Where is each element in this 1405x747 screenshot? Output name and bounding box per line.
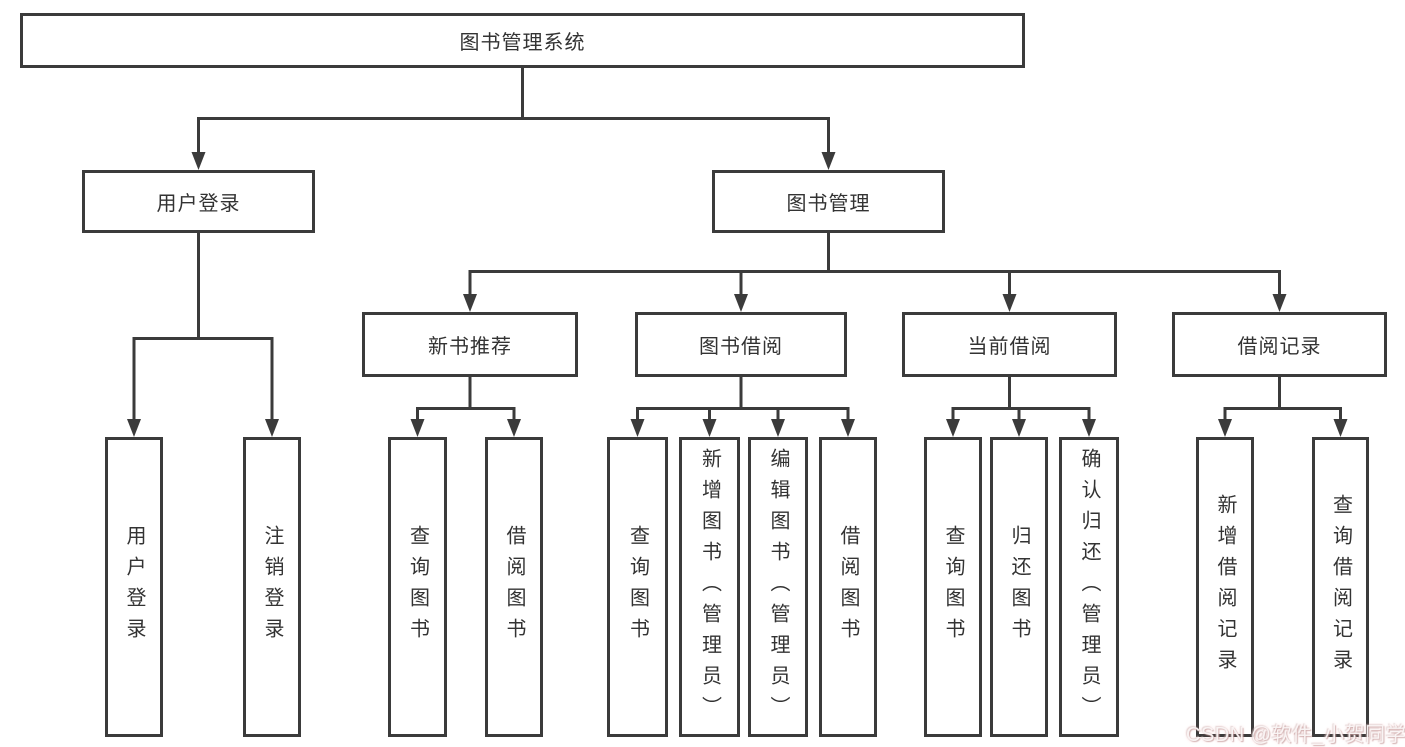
leaf-query-books-recommend: 查询图书 xyxy=(388,437,447,737)
leaf-edit-books-admin-label: 编辑图书（管理员） xyxy=(767,447,789,727)
arrowhead xyxy=(821,152,836,170)
leaf-query-books-current-label: 查询图书 xyxy=(942,525,964,649)
arrowhead xyxy=(734,294,748,312)
leaf-logout: 注销登录 xyxy=(243,437,301,737)
arrowheads xyxy=(127,152,1348,437)
arrowhead xyxy=(410,419,425,437)
arrowhead xyxy=(265,419,279,437)
arrowhead xyxy=(1333,419,1348,437)
connector-new-book-to-leaves xyxy=(416,377,516,422)
leaf-add-borrow-record: 新增借阅记录 xyxy=(1196,437,1254,737)
connector-borrow-records-to-leaves xyxy=(1223,377,1342,422)
leaf-logout-label: 注销登录 xyxy=(261,525,283,649)
arrowhead xyxy=(1218,419,1232,437)
node-module-book-borrow: 图书借阅 xyxy=(635,312,847,377)
leaf-add-borrow-record-label: 新增借阅记录 xyxy=(1214,494,1236,680)
arrowhead xyxy=(841,419,855,437)
leaf-return-books: 归还图书 xyxy=(990,437,1048,737)
leaf-borrow-books-label: 借阅图书 xyxy=(837,525,859,649)
arrowhead xyxy=(771,419,785,437)
leaf-query-borrow-record-label: 查询借阅记录 xyxy=(1329,494,1352,680)
arrowhead xyxy=(191,152,206,170)
node-module-new-book-recommend-label: 新书推荐 xyxy=(428,336,512,358)
leaf-confirm-return-admin: 确认归还（管理员） xyxy=(1059,437,1119,737)
connector-root-to-branches xyxy=(197,68,830,154)
connector-book-management-to-modules xyxy=(468,233,1281,297)
node-user-login-branch: 用户登录 xyxy=(82,170,315,233)
node-module-borrow-records: 借阅记录 xyxy=(1172,312,1387,377)
node-module-borrow-records-label: 借阅记录 xyxy=(1237,336,1322,358)
arrowhead xyxy=(463,294,477,312)
connector-current-borrow-to-leaves xyxy=(951,377,1091,422)
leaf-edit-books-admin: 编辑图书（管理员） xyxy=(748,437,808,737)
connector-book-borrow-to-leaves xyxy=(636,377,850,422)
arrowhead xyxy=(630,419,645,437)
node-module-book-borrow-label: 图书借阅 xyxy=(699,336,783,358)
leaf-query-borrow-record: 查询借阅记录 xyxy=(1312,437,1369,737)
arrowhead xyxy=(1272,294,1287,312)
arrowhead xyxy=(1012,419,1026,437)
leaf-add-books-admin-label: 新增图书（管理员） xyxy=(698,447,721,727)
leaf-return-books-label: 归还图书 xyxy=(1008,525,1030,649)
csdn-watermark: CSDN @软件_小贺同学 xyxy=(1186,724,1405,746)
node-module-current-borrow-label: 当前借阅 xyxy=(967,336,1052,358)
leaf-borrow-books: 借阅图书 xyxy=(819,437,877,737)
node-root-system: 图书管理系统 xyxy=(20,13,1025,68)
arrowhead xyxy=(702,419,717,437)
connector-user-login-to-leaves xyxy=(132,233,274,422)
leaf-borrow-books-recommend: 借阅图书 xyxy=(485,437,543,737)
node-root-system-label: 图书管理系统 xyxy=(459,32,586,54)
arrowhead xyxy=(1002,294,1017,312)
leaf-query-books-borrow-label: 查询图书 xyxy=(626,525,649,649)
leaf-query-books-borrow: 查询图书 xyxy=(607,437,668,737)
node-book-management-branch-label: 图书管理 xyxy=(786,193,871,215)
leaf-add-books-admin: 新增图书（管理员） xyxy=(679,437,740,737)
leaf-query-books-recommend-label: 查询图书 xyxy=(406,525,429,649)
leaf-user-login: 用户登录 xyxy=(105,437,163,737)
leaf-borrow-books-recommend-label: 借阅图书 xyxy=(503,525,525,649)
node-module-current-borrow: 当前借阅 xyxy=(902,312,1117,377)
arrowhead xyxy=(1082,419,1096,437)
leaf-user-login-label: 用户登录 xyxy=(123,525,145,649)
leaf-query-books-current: 查询图书 xyxy=(924,437,982,737)
node-book-management-branch: 图书管理 xyxy=(712,170,945,233)
arrowhead xyxy=(507,419,521,437)
arrowhead xyxy=(946,419,960,437)
node-user-login-branch-label: 用户登录 xyxy=(156,193,241,215)
leaf-confirm-return-admin-label: 确认归还（管理员） xyxy=(1078,447,1100,727)
node-module-new-book-recommend: 新书推荐 xyxy=(362,312,578,377)
arrowhead xyxy=(127,419,141,437)
